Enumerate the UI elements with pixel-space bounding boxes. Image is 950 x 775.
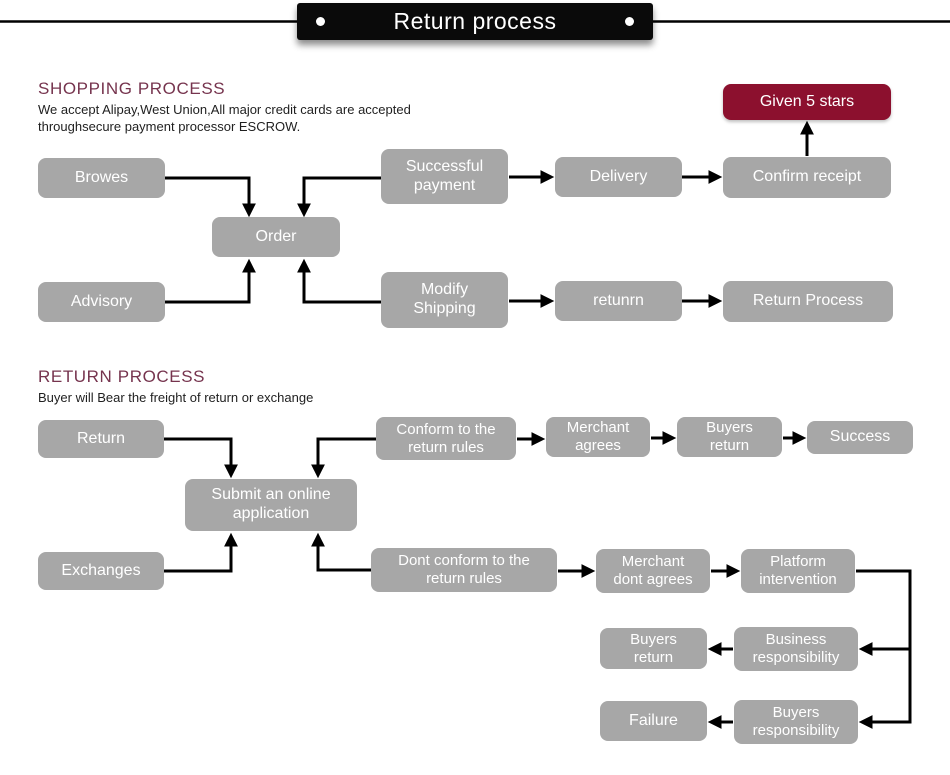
- node-label-line: Merchant: [566, 419, 630, 437]
- return-process-heading: RETURN PROCESS: [38, 367, 206, 386]
- node-advisory: Advisory: [38, 282, 165, 322]
- node-label-line: Buyers: [772, 704, 820, 722]
- node-label-line: agrees: [575, 437, 621, 454]
- section-description-line: Buyer will Bear the freight of return or…: [38, 390, 314, 405]
- node-label-line: responsibility: [752, 649, 840, 666]
- node-given_5_stars: Given 5 stars: [723, 84, 891, 120]
- node-order: Order: [212, 217, 340, 257]
- node-label-line: Advisory: [70, 292, 133, 310]
- node-label-line: Business: [765, 631, 827, 649]
- node-confirm_receipt: Confirm receipt: [723, 157, 891, 198]
- node-label-line: Conform to the: [396, 420, 496, 438]
- node-retunrn: retunrn: [555, 281, 682, 321]
- return-process-description: Buyer will Bear the freight of return or…: [38, 389, 313, 406]
- shopping-process-description: We accept Alipay,West Union,All major cr…: [38, 101, 411, 135]
- node-label-line: return rules: [408, 438, 484, 456]
- title-banner: Return process: [297, 3, 653, 40]
- section-description-line: throughsecure payment processor ESCROW.: [38, 119, 301, 134]
- node-label-line: Order: [255, 227, 297, 245]
- node-failure: Failure: [600, 701, 707, 741]
- node-label-line: return: [709, 437, 750, 454]
- node-label-line: Failure: [629, 711, 678, 729]
- node-label-line: Confirm receipt: [752, 168, 862, 186]
- node-label-line: return: [633, 648, 674, 666]
- node-label-line: Browes: [74, 168, 129, 186]
- node-label-line: Dont conform to the: [398, 552, 530, 570]
- banner-pin-left-icon: [316, 17, 325, 26]
- node-label-line: Delivery: [589, 167, 648, 185]
- node-label-line: return rules: [426, 570, 502, 587]
- node-label-line: responsibility: [752, 722, 840, 739]
- node-label-line: Given 5 stars: [759, 92, 855, 110]
- node-label-line: Modify: [420, 281, 469, 299]
- node-label-line: Successful: [405, 157, 484, 175]
- node-exchanges: Exchanges: [38, 552, 164, 590]
- node-label-line: Return Process: [752, 292, 864, 310]
- node-label-line: intervention: [759, 571, 837, 588]
- section-description-line: We accept Alipay,West Union,All major cr…: [38, 102, 411, 117]
- banner-pin-right-icon: [625, 17, 634, 26]
- node-label-line: Buyers: [706, 419, 753, 437]
- node-label-line: Shipping: [413, 300, 476, 317]
- node-return_process: Return Process: [723, 281, 893, 322]
- node-browes: Browes: [38, 158, 165, 198]
- node-label-line: Exchanges: [61, 561, 141, 579]
- node-delivery: Delivery: [555, 157, 682, 197]
- node-label-line: Submit an online: [211, 486, 331, 504]
- page-title: Return process: [393, 8, 557, 34]
- shopping-process-heading: SHOPPING PROCESS: [38, 79, 226, 98]
- node-return: Return: [38, 420, 164, 458]
- node-label-line: Success: [829, 428, 891, 446]
- node-label-line: Buyers: [630, 630, 677, 648]
- node-success: Success: [807, 421, 913, 454]
- node-label-line: retunrn: [593, 291, 644, 309]
- node-label-line: payment: [413, 176, 476, 194]
- node-label-line: application: [232, 505, 310, 522]
- node-label-line: Return: [76, 429, 126, 447]
- node-label-line: dont agrees: [613, 571, 693, 588]
- node-label-line: Merchant: [621, 553, 685, 571]
- node-label-line: Platform: [770, 553, 826, 571]
